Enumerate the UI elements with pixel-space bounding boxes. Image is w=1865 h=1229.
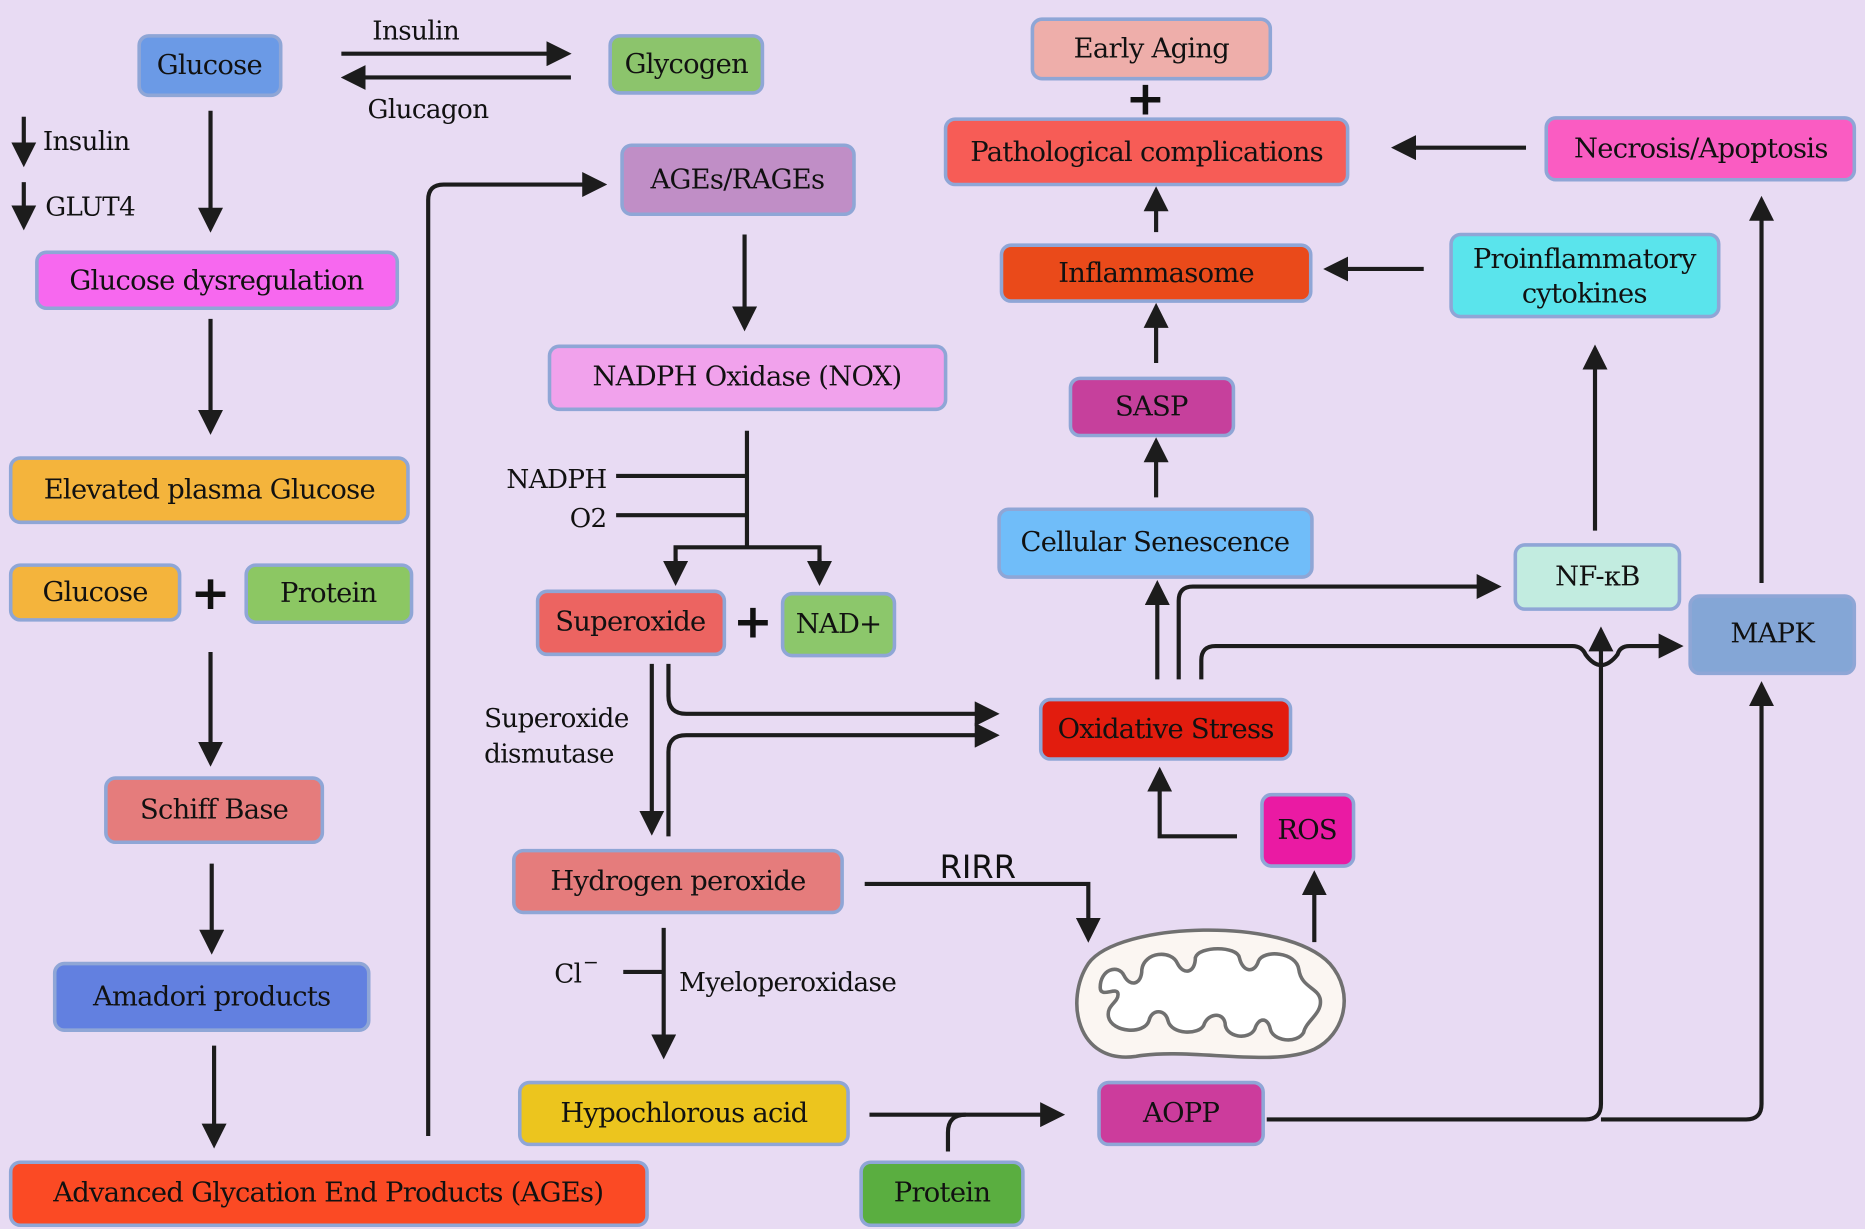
chloride-charge: − xyxy=(583,951,598,973)
node-label: Hypochlorous acid xyxy=(560,1098,807,1129)
decreased-glut4-label: GLUT4 xyxy=(45,192,135,222)
node-nad-plus[interactable]: NAD+ xyxy=(780,591,897,658)
plus-sign: + xyxy=(1125,71,1165,126)
node-glucose-reactant[interactable]: Glucose xyxy=(8,563,182,622)
node-elevated-plasma-glucose[interactable]: Elevated plasma Glucose xyxy=(8,456,410,525)
node-label: Glucose xyxy=(43,577,148,608)
decreased-insulin-label: Insulin xyxy=(43,127,131,157)
node-early-aging[interactable]: Early Aging xyxy=(1030,17,1273,81)
node-label: Necrosis/Apoptosis xyxy=(1574,133,1828,164)
node-glycogen[interactable]: Glycogen xyxy=(608,34,765,95)
node-label: Glycogen xyxy=(625,49,749,80)
protein-join xyxy=(945,1112,966,1152)
node-label: ROS xyxy=(1277,815,1337,846)
nadph-label: NADPH xyxy=(506,465,606,495)
arrow-aopp-to-mapk xyxy=(1600,681,1775,1122)
node-schiff-base[interactable]: Schiff Base xyxy=(104,776,325,845)
node-ages-rages[interactable]: AGEs/RAGEs xyxy=(620,143,856,217)
glucagon-label: Glucagon xyxy=(368,95,490,125)
arrow-os-to-mapk xyxy=(1199,633,1684,680)
arrow-superoxide-to-oxidative-stress xyxy=(666,663,1000,727)
rirr-label: RIRR xyxy=(940,848,1016,886)
node-oxidative-stress[interactable]: Oxidative Stress xyxy=(1038,697,1293,761)
node-label: AOPP xyxy=(1142,1098,1219,1129)
arrow-ros-to-oxidative-stress xyxy=(1147,766,1237,839)
node-label: AGEs/RAGEs xyxy=(650,164,825,195)
node-nadph-oxidase[interactable]: NADPH Oxidase (NOX) xyxy=(547,344,948,412)
chloride-label: Cl xyxy=(554,960,581,990)
node-hydrogen-peroxide[interactable]: Hydrogen peroxide xyxy=(512,848,844,915)
node-label: Pathological complications xyxy=(970,137,1323,168)
node-label-line1: Proinflammatory xyxy=(1473,244,1697,275)
node-label: Protein xyxy=(894,1178,991,1209)
node-label: NF-κB xyxy=(1555,562,1640,593)
node-label: Advanced Glycation End Products (AGEs) xyxy=(52,1178,603,1209)
node-label-line2: cytokines xyxy=(1522,278,1647,309)
node-label: Glucose xyxy=(157,50,262,81)
node-label: NAD+ xyxy=(796,609,882,640)
mitochondrion-icon xyxy=(1075,928,1346,1060)
o2-label: O2 xyxy=(570,504,607,534)
node-ros[interactable]: ROS xyxy=(1260,792,1356,868)
node-protein-bottom[interactable]: Protein xyxy=(859,1160,1025,1228)
node-cellular-senescence[interactable]: Cellular Senescence xyxy=(997,507,1314,579)
node-label: Hydrogen peroxide xyxy=(550,866,805,897)
nox-split xyxy=(673,545,822,569)
arrow-aopp-to-nfkb xyxy=(1266,626,1614,1122)
arrow-ages-to-rages xyxy=(426,172,608,1137)
plus-sign: + xyxy=(191,566,231,621)
node-protein-reactant[interactable]: Protein xyxy=(244,563,414,625)
node-glucose-dysregulation[interactable]: Glucose dysregulation xyxy=(35,250,400,311)
connectors xyxy=(11,41,1775,1152)
node-mapk[interactable]: MAPK xyxy=(1688,594,1857,676)
node-label: SASP xyxy=(1115,391,1188,422)
node-label: Superoxide xyxy=(555,607,705,638)
node-label: NADPH Oxidase (NOX) xyxy=(592,362,901,393)
node-label: Glucose dysregulation xyxy=(69,265,363,296)
node-ages[interactable]: Advanced Glycation End Products (AGEs) xyxy=(8,1160,649,1228)
insulin-label: Insulin xyxy=(372,16,460,46)
node-label: Protein xyxy=(280,578,377,609)
superoxide-dismutase-label-2: dismutase xyxy=(484,740,614,770)
superoxide-dismutase-label-1: Superoxide xyxy=(484,704,629,734)
node-aopp[interactable]: AOPP xyxy=(1097,1080,1265,1147)
node-label: Early Aging xyxy=(1074,33,1230,64)
node-nf-kb[interactable]: NF-κB xyxy=(1513,543,1682,611)
node-label: Schiff Base xyxy=(140,795,288,826)
node-label: Amadori products xyxy=(92,981,331,1012)
node-hypochlorous-acid[interactable]: Hypochlorous acid xyxy=(517,1080,850,1147)
node-superoxide[interactable]: Superoxide xyxy=(535,589,727,657)
node-label: Elevated plasma Glucose xyxy=(44,475,375,506)
node-label: Oxidative Stress xyxy=(1058,714,1274,745)
node-necrosis-apoptosis[interactable]: Necrosis/Apoptosis xyxy=(1544,116,1857,182)
rirr-arrow xyxy=(864,881,1101,943)
node-amadori-products[interactable]: Amadori products xyxy=(52,961,371,1032)
node-glucose[interactable]: Glucose xyxy=(137,34,283,98)
node-proinflammatory-cytokines[interactable]: Proinflammatory cytokines xyxy=(1449,232,1721,319)
node-inflammasome[interactable]: Inflammasome xyxy=(999,243,1313,303)
node-label: MAPK xyxy=(1730,619,1815,650)
node-pathological-complications[interactable]: Pathological complications xyxy=(943,117,1350,187)
arrow-os-to-nfkb xyxy=(1176,574,1502,680)
node-sasp[interactable]: SASP xyxy=(1068,376,1236,438)
node-label: Cellular Senescence xyxy=(1021,527,1290,558)
myeloperoxidase-label: Myeloperoxidase xyxy=(679,968,896,998)
plus-sign: + xyxy=(733,595,773,650)
node-label: Inflammasome xyxy=(1058,258,1254,289)
arrow-h2o2-to-oxidative-stress xyxy=(666,722,1000,837)
